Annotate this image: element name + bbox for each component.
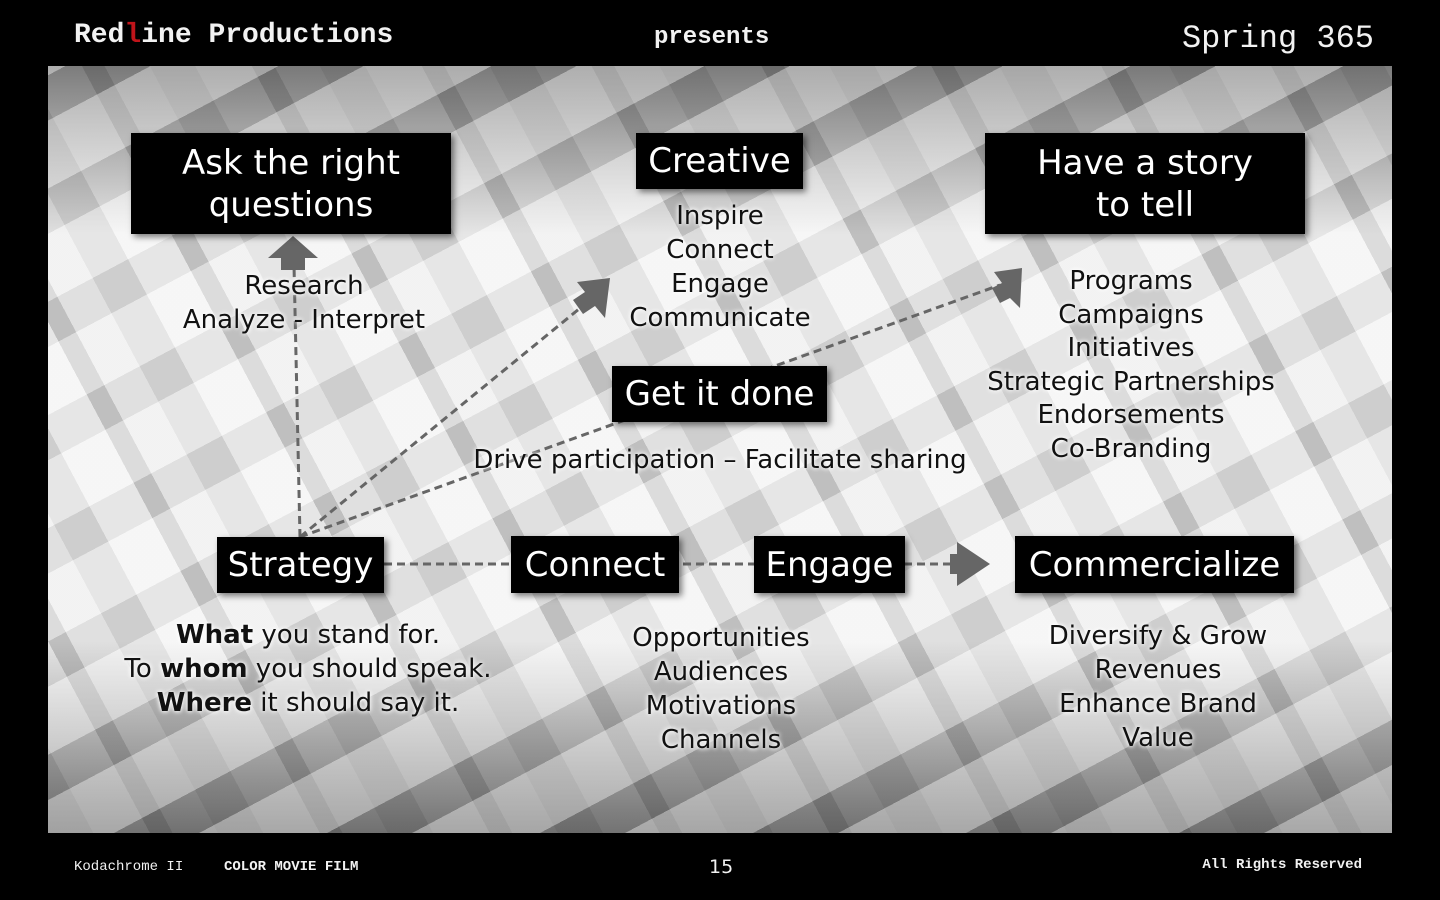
- creative-box: Creative: [636, 133, 803, 189]
- list-item: Diversify & Grow: [1048, 621, 1268, 651]
- page-number: 15: [709, 856, 734, 878]
- arrow-diagonal-icon: [573, 278, 610, 318]
- text: you should speak.: [247, 654, 492, 684]
- film-type: COLOR MOVIE FILM: [224, 859, 359, 875]
- story-box: Have a story to tell: [985, 133, 1305, 234]
- arrow-right-icon: [950, 542, 990, 586]
- story-list: Programs Campaigns Initiatives Strategic…: [981, 265, 1281, 467]
- list-item: Inspire: [676, 201, 764, 231]
- list-item: To whom you should speak.: [108, 652, 508, 686]
- arrow-up-icon: [268, 236, 318, 270]
- bold-word: What: [175, 620, 254, 650]
- bold-word: whom: [160, 654, 248, 684]
- list-item: Connect: [666, 235, 774, 265]
- arrow-diagonal-icon: [992, 268, 1022, 308]
- dashed-line: [292, 264, 302, 538]
- get-it-done-text: Drive participation – Facilitate sharing: [473, 445, 967, 475]
- list-item: Revenues: [1094, 655, 1222, 685]
- brand-part: Red: [74, 20, 125, 51]
- series-title: Spring 365: [1181, 20, 1374, 57]
- list-item: Co-Branding: [1050, 433, 1212, 464]
- rights-label: All Rights Reserved: [1202, 857, 1362, 873]
- text: it should say it.: [252, 688, 460, 718]
- list-item: Value: [1122, 723, 1194, 753]
- brand-part: ine Productions: [141, 20, 394, 51]
- list-item: Audiences: [653, 657, 789, 687]
- list-item: Motivations: [645, 691, 797, 721]
- text: To: [124, 654, 161, 684]
- list-item: Engage: [671, 269, 769, 299]
- presents-label: presents: [654, 24, 770, 51]
- text-line: Research: [244, 271, 364, 301]
- list-item: Campaigns: [1058, 299, 1204, 330]
- list-item: Communicate: [629, 303, 811, 333]
- list-item: Endorsements: [1037, 400, 1225, 431]
- get-it-done-box: Get it done: [612, 366, 827, 422]
- list-item: Programs: [1069, 266, 1193, 296]
- film-label: Kodachrome II: [74, 859, 184, 875]
- text-line: Analyze - Interpret: [182, 305, 426, 335]
- connect-list: Opportunities Audiences Motivations Chan…: [571, 621, 871, 757]
- list-item: What you stand for.: [108, 618, 508, 652]
- strategy-list: What you stand for. To whom you should s…: [108, 618, 508, 720]
- list-item: Channels: [660, 725, 782, 755]
- list-item: Enhance Brand: [1059, 689, 1257, 719]
- commercialize-box: Commercialize: [1015, 536, 1294, 593]
- commercialize-list: Diversify & Grow Revenues Enhance Brand …: [1008, 619, 1308, 755]
- engage-box: Engage: [754, 536, 905, 593]
- bold-word: Where: [156, 688, 253, 718]
- list-item: Strategic Partnerships: [987, 366, 1275, 397]
- text: you stand for.: [253, 620, 441, 650]
- brand-red-letter: l: [124, 20, 142, 51]
- ask-questions-box: Ask the right questions: [131, 133, 451, 234]
- list-item: Opportunities: [632, 623, 810, 653]
- brand-title: Redline Productions: [74, 20, 393, 51]
- strategy-box: Strategy: [217, 537, 384, 593]
- list-item: Initiatives: [1067, 333, 1195, 364]
- list-item: Where it should say it.: [108, 686, 508, 720]
- dashed-line: [299, 298, 591, 539]
- research-text: Research Analyze - Interpret: [154, 269, 454, 337]
- creative-list: Inspire Connect Engage Communicate: [570, 199, 870, 335]
- connect-box: Connect: [511, 536, 679, 593]
